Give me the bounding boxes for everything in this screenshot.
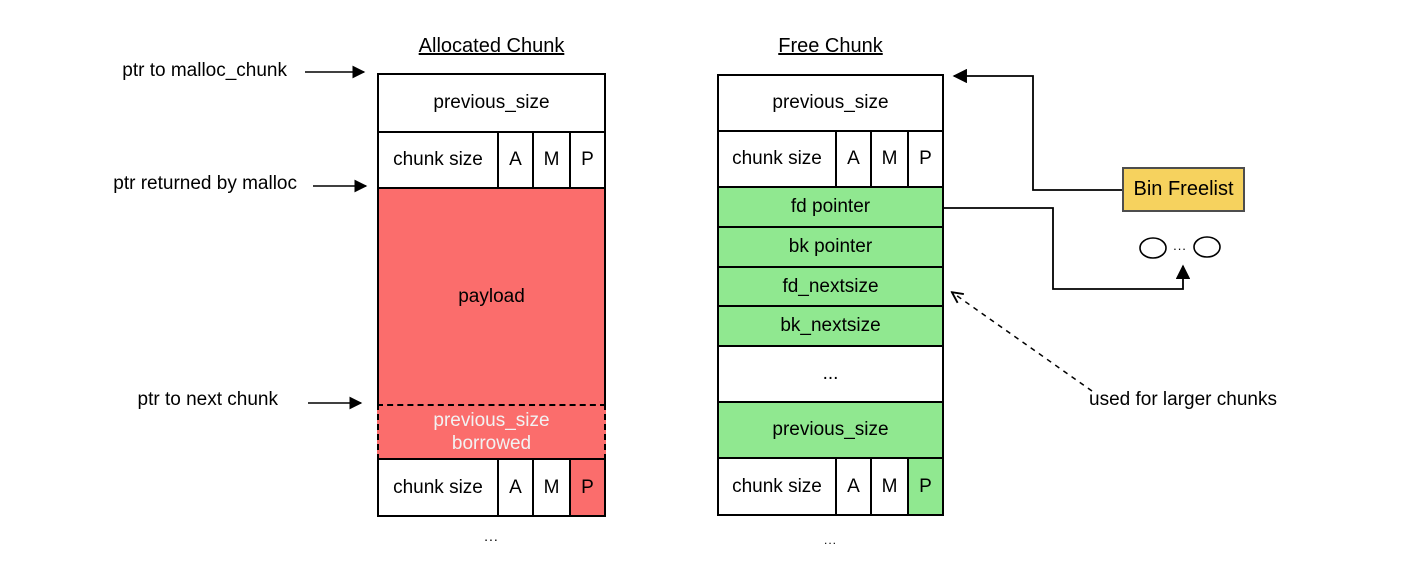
free-row-ellipsis: ... (717, 345, 944, 403)
previous-size-label: previous_size (772, 419, 889, 440)
free-chunk-continuation-dots: ... (823, 533, 837, 547)
freelist-node-left (1139, 237, 1167, 259)
free-row-fd-pointer: fd pointer (717, 186, 944, 228)
chunk-size-cell: chunk size (393, 476, 483, 498)
flag-m-cell: M (532, 460, 569, 515)
flag-a-cell: A (835, 132, 870, 186)
previous-size-label: previous_size (433, 92, 550, 113)
label-ptr-returned-by-malloc: ptr returned by malloc (113, 173, 297, 194)
bin-freelist-box: Bin Freelist (1122, 167, 1245, 212)
flag-p-cell-set: P (569, 460, 604, 515)
used-for-larger-chunks-label: used for larger chunks (1089, 389, 1277, 410)
ellipsis-label: ... (822, 363, 839, 384)
fd-pointer-label: fd pointer (790, 196, 871, 217)
free-row-previous-size-2: previous_size (717, 401, 944, 459)
arrow-fd-pointer-to-node (944, 207, 1191, 290)
arrow-used-for-larger-chunks (953, 293, 1093, 392)
free-chunk-table: previous_size chunk size A M P fd pointe… (717, 74, 944, 516)
chunk-size-cell: chunk size (732, 475, 822, 497)
bk-nextsize-label: bk_nextsize (780, 315, 881, 336)
allocated-row-payload: payload (377, 187, 606, 406)
flag-p-cell-set: P (907, 459, 942, 514)
chunk-size-cell: chunk size (732, 148, 822, 169)
free-row-size-flags: chunk size A M P (717, 130, 944, 188)
bin-freelist-label: Bin Freelist (1133, 178, 1234, 200)
allocated-chunk-title: Allocated Chunk (418, 35, 565, 57)
flag-m-cell: M (532, 133, 569, 187)
fd-nextsize-label: fd_nextsize (782, 275, 879, 297)
label-ptr-to-malloc-chunk: ptr to malloc_chunk (122, 60, 287, 81)
flag-m-cell: M (870, 132, 907, 186)
free-row-previous-size: previous_size (717, 74, 944, 132)
flag-a-cell: A (835, 459, 870, 514)
borrowed-label-line1: previous_size (433, 410, 550, 431)
bk-pointer-label: bk pointer (788, 236, 873, 257)
allocated-chunk-continuation-dots: ... (484, 528, 499, 544)
flag-p-cell: P (907, 132, 942, 186)
borrowed-label-line2: borrowed (451, 433, 532, 454)
freelist-nodes-dots: ... (1173, 238, 1187, 253)
allocated-chunk-table: previous_size chunk size A M P payload p… (377, 73, 606, 517)
allocated-row-size-flags: chunk size A M P (377, 131, 606, 189)
allocated-row-previous-size-borrowed: previous_size borrowed (377, 404, 606, 460)
allocated-row-next-size-flags: chunk size A M P (377, 458, 606, 517)
flag-a-cell: A (497, 460, 532, 515)
free-row-bk-nextsize: bk_nextsize (717, 305, 944, 347)
free-row-fd-nextsize: fd_nextsize (717, 266, 944, 307)
freelist-node-right (1193, 236, 1221, 258)
arrow-freelist-to-chunk (952, 68, 1122, 191)
free-chunk-title: Free Chunk (778, 35, 883, 57)
flag-p-cell: P (569, 133, 604, 187)
flag-a-cell: A (497, 133, 532, 187)
payload-label: payload (458, 285, 525, 307)
flag-m-cell: M (870, 459, 907, 514)
previous-size-label: previous_size (772, 92, 889, 113)
free-row-next-size-flags: chunk size A M P (717, 457, 944, 516)
allocated-row-previous-size: previous_size (377, 73, 606, 133)
label-ptr-to-next-chunk: ptr to next chunk (137, 389, 278, 410)
chunk-size-cell: chunk size (393, 149, 483, 170)
free-row-bk-pointer: bk pointer (717, 226, 944, 268)
